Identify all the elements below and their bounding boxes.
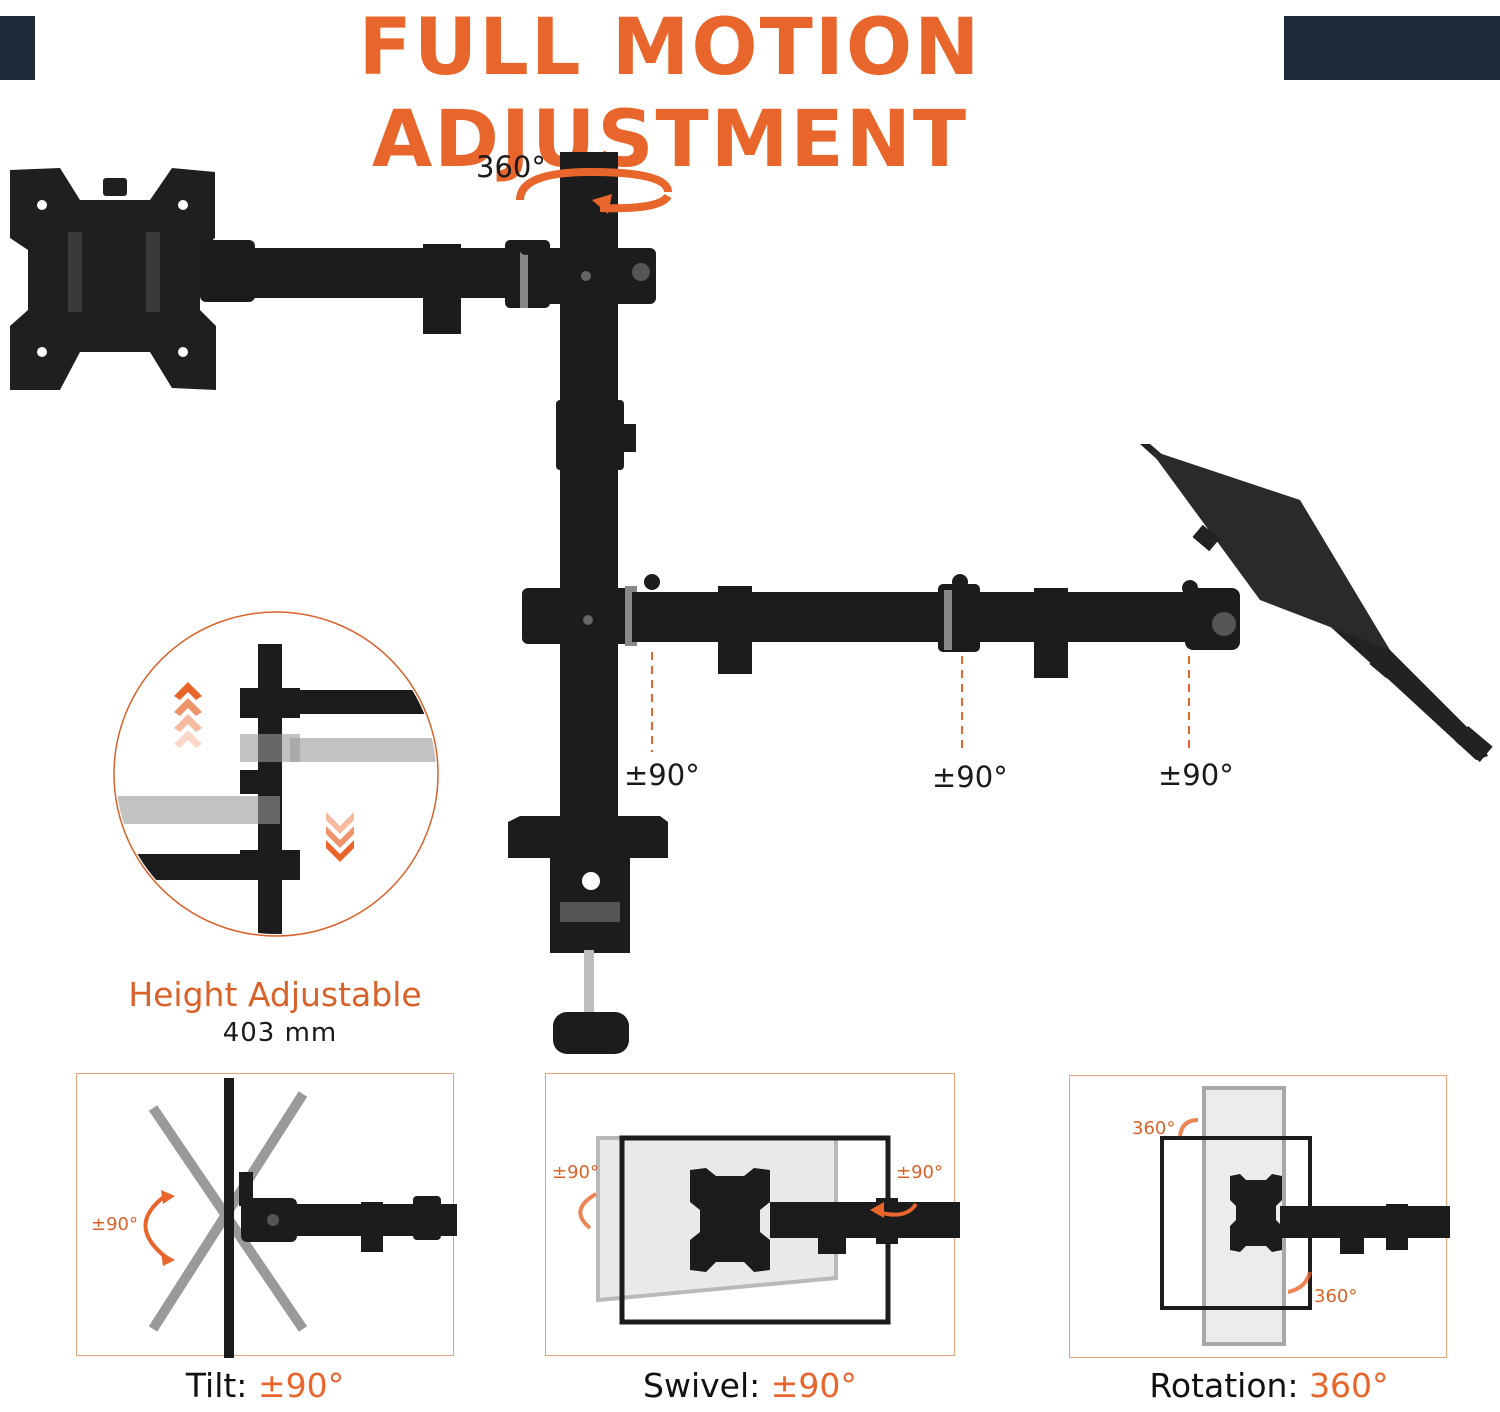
upper-vesa-plate bbox=[10, 168, 216, 390]
joint-label-1: ±90° bbox=[624, 758, 700, 792]
tilt-caption-label: Tilt: bbox=[185, 1366, 248, 1405]
page-title: FULL MOTION ADJUSTMENT bbox=[358, 3, 982, 185]
rotation-panel: 360° 360° bbox=[1069, 1075, 1450, 1358]
swivel-annotation-right: ±90° bbox=[896, 1162, 943, 1183]
swivel-caption-label: Swivel: bbox=[643, 1366, 761, 1405]
joint-markers bbox=[651, 652, 1190, 752]
rotation-annotation-top: 360° bbox=[1132, 1118, 1176, 1139]
down-chevron-icon bbox=[326, 812, 354, 862]
rotation-bottom-arrow-icon bbox=[1287, 1271, 1312, 1294]
lower-arm bbox=[519, 241, 1240, 678]
tilt-illustration bbox=[143, 1078, 457, 1358]
swivel-arrow-icon bbox=[516, 167, 672, 213]
height-inset bbox=[113, 611, 439, 937]
rotation-caption-value: 360° bbox=[1309, 1366, 1389, 1405]
rotation-top-arrow-icon bbox=[1178, 1118, 1199, 1137]
title-bar-right bbox=[1284, 16, 1500, 80]
tilt-annotation: ±90° bbox=[91, 1214, 138, 1235]
rotation-caption-label: Rotation: bbox=[1149, 1366, 1299, 1405]
height-adjustable-title: Height Adjustable bbox=[128, 975, 422, 1014]
rotation-caption: Rotation: 360° bbox=[1069, 1366, 1469, 1405]
joint-label-3: ±90° bbox=[1158, 758, 1234, 792]
tilt-arrow-icon bbox=[143, 1194, 169, 1260]
tilted-monitor-plate bbox=[1140, 444, 1493, 762]
up-chevron-icon bbox=[174, 682, 202, 748]
upper-arm bbox=[200, 240, 550, 334]
tilt-panel: ±90° bbox=[76, 1073, 457, 1358]
tilt-caption: Tilt: ±90° bbox=[76, 1366, 454, 1405]
upper-collar bbox=[544, 248, 656, 304]
swivel-annotation-left: ±90° bbox=[552, 1162, 599, 1183]
swivel-panel: ±90° ±90° bbox=[545, 1073, 960, 1356]
swivel-caption: Swivel: ±90° bbox=[545, 1366, 955, 1405]
rotation-annotation-bottom: 360° bbox=[1314, 1286, 1358, 1307]
swivel-caption-value: ±90° bbox=[770, 1366, 857, 1405]
title-bar-left bbox=[0, 16, 35, 80]
desk-clamp bbox=[508, 816, 668, 1054]
rotation-illustration bbox=[1160, 1086, 1450, 1346]
swivel-illustration bbox=[578, 1135, 960, 1325]
joint-label-2: ±90° bbox=[932, 760, 1008, 794]
monitor-mount-illustration bbox=[10, 152, 1493, 1054]
swivel-left-arrow-icon bbox=[578, 1192, 598, 1230]
height-adjustable-value: 403 mm bbox=[222, 1018, 338, 1048]
swivel-top-label: 360° bbox=[476, 150, 546, 184]
tilt-caption-value: ±90° bbox=[257, 1366, 345, 1405]
